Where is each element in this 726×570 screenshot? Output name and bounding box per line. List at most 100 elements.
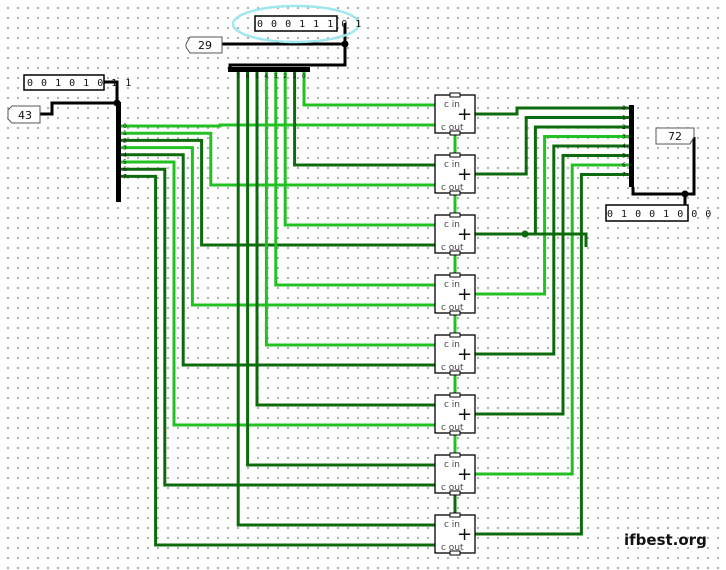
wire-sum-bit-1 <box>475 116 629 176</box>
wire-b-bit-7 <box>236 72 435 527</box>
wire-b-bit-1 <box>293 72 435 167</box>
adder-carry-in-label: c in <box>444 280 460 290</box>
wire-b-bit-5 <box>255 72 435 407</box>
wire-b-bit-6 <box>246 72 435 467</box>
splitter-out-index: 7 <box>622 172 626 179</box>
selection-highlight <box>231 4 361 44</box>
wire-b-bit-4 <box>264 72 435 347</box>
splitter-out-index: 3 <box>622 134 626 141</box>
adder-carry-out-label: c out <box>441 303 464 313</box>
adder-box <box>434 334 476 374</box>
adder-carry-in-label: c in <box>444 400 460 410</box>
input-b-pin[interactable]: 0 0 0 1 1 1 0 1 <box>254 15 362 32</box>
wire-b-bit-0 <box>302 72 435 107</box>
bus-a-pin <box>104 80 119 102</box>
adder-0[interactable]: c in+c out <box>434 92 476 136</box>
adder-1[interactable]: c in+c out <box>434 152 476 196</box>
carry-in-port <box>449 332 461 338</box>
adder-6[interactable]: c in+c out <box>434 452 476 496</box>
output-decimal: 72 <box>668 130 682 143</box>
splitter-b-bar <box>228 67 310 72</box>
input-a-bits: 0 0 1 0 1 0 1 1 <box>27 78 132 89</box>
adder-3[interactable]: c in+c out <box>434 272 476 316</box>
splitter-b-index: 0 <box>302 73 306 80</box>
splitter-out-index: 2 <box>622 124 626 131</box>
adder-box <box>434 514 476 554</box>
wire-sum-bit-4 <box>475 144 629 356</box>
carry-out-port <box>449 130 461 136</box>
splitter-a-index: 7 <box>123 173 127 180</box>
adder-box <box>434 214 476 254</box>
bus-layer <box>40 23 696 205</box>
adder-plus-symbol: + <box>457 104 472 125</box>
wire-a-bit-6 <box>121 167 435 487</box>
carry-in-port <box>449 152 461 158</box>
wire-sum-bit-5 <box>475 154 629 416</box>
wire-a-bit-0 <box>121 123 435 128</box>
adder-plus-symbol: + <box>457 344 472 365</box>
adder-box <box>434 454 476 494</box>
input-b-decimal: 29 <box>198 39 212 52</box>
carry-in-port <box>449 212 461 218</box>
input-a-pin[interactable]: 0 0 1 0 1 0 1 1 <box>23 74 132 91</box>
adder-box <box>434 274 476 314</box>
bus-a-probe <box>40 101 117 116</box>
wire-a-bit-7 <box>121 174 435 547</box>
output-probe: 72 <box>655 127 695 145</box>
probe-stub-wire <box>475 232 588 247</box>
carry-out-port <box>449 550 461 556</box>
adder-plus-symbol: + <box>457 164 472 185</box>
splitter-out-index: 5 <box>622 153 626 160</box>
splitter-b-index: 5 <box>255 73 259 80</box>
carry-out-port <box>449 490 461 496</box>
splitter-b-index: 3 <box>274 73 278 80</box>
carry-in-port <box>449 392 461 398</box>
adder-2[interactable]: c in+c out <box>434 212 476 256</box>
carry-in-port <box>449 272 461 278</box>
adder-carry-in-label: c in <box>444 220 460 230</box>
splitter-out-index: 1 <box>622 115 626 122</box>
wire-b-bit-3 <box>274 72 435 287</box>
wire-sum-bit-0 <box>475 106 629 116</box>
output-pin: 0 1 0 0 1 0 0 0 <box>605 204 711 222</box>
adder-4[interactable]: c in+c out <box>434 332 476 376</box>
wire-sum-bit-6 <box>475 163 629 476</box>
adder-plus-symbol: + <box>457 464 472 485</box>
splitter-a-index: 4 <box>123 152 127 159</box>
adder-carry-in-label: c in <box>444 460 460 470</box>
adder-carry-out-label: c out <box>441 423 464 433</box>
splitter-out-bar <box>629 105 634 187</box>
adder-plus-symbol: + <box>457 224 472 245</box>
splitter-b-index: 7 <box>236 73 240 80</box>
input-a-probe: 43 <box>7 105 41 124</box>
wire-layer <box>113 40 689 547</box>
adder-5[interactable]: c in+c out <box>434 392 476 436</box>
splitter-out-index: 0 <box>622 105 626 112</box>
adder-carry-out-label: c out <box>441 363 464 373</box>
adder-plus-symbol: + <box>457 284 472 305</box>
splitter-a-index: 5 <box>123 159 127 166</box>
adder-carry-in-label: c in <box>444 100 460 110</box>
input-a-decimal: 43 <box>18 109 32 122</box>
wire-a-bit-1 <box>121 131 435 187</box>
wire-b-bit-2 <box>283 72 435 227</box>
adder-carry-out-label: c out <box>441 243 464 253</box>
splitter-b-index: 2 <box>283 73 287 80</box>
bus-out-pin <box>631 187 687 205</box>
carry-out-port <box>449 310 461 316</box>
watermark: ifbest.org <box>624 531 707 549</box>
carry-in-port <box>449 92 461 98</box>
carry-out-port <box>449 370 461 376</box>
bus-out-probe <box>685 137 696 196</box>
splitter-a-index: 3 <box>123 145 127 152</box>
splitter-a-index: 1 <box>123 130 127 137</box>
adder-plus-symbol: + <box>457 404 472 425</box>
splitter-a-index: 0 <box>123 123 127 130</box>
wire-a-bit-3 <box>121 146 435 307</box>
splitter-out-index: 6 <box>622 162 626 169</box>
splitter-a-bar <box>116 102 121 202</box>
adder-7[interactable]: c in+c out <box>434 512 476 556</box>
